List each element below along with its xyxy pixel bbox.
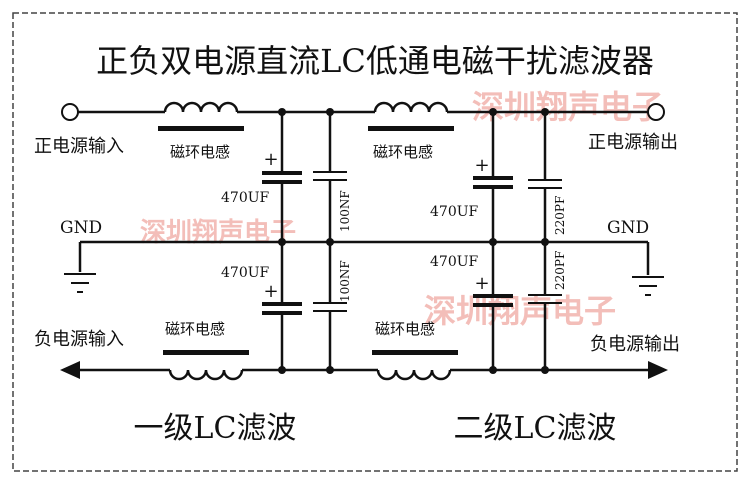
inductor-l2-label: 磁环电感 xyxy=(373,143,433,161)
junction-dot xyxy=(278,238,286,246)
junction-dot xyxy=(489,238,497,246)
stage2-cap-bottom-plus: + xyxy=(474,273,489,294)
stage1-cap-top-plate-a xyxy=(262,171,302,175)
inductor-l4-label: 磁环电感 xyxy=(375,320,435,338)
stage2-cap-bottom-plate-a xyxy=(473,294,513,298)
positive-output-terminal xyxy=(647,103,665,121)
junction-dot xyxy=(489,366,497,374)
stage2-film-bottom-value: 220PF xyxy=(553,251,567,290)
watermark-middle: 深圳翔声电子 xyxy=(140,218,296,248)
stage1-cap-top-plus: + xyxy=(263,149,278,170)
watermark-bottom: 深圳翔声电子 xyxy=(424,292,616,330)
gnd-left-label: GND xyxy=(60,218,102,238)
inductor-l1-coil xyxy=(163,101,239,113)
positive-output-label: 正电源输出 xyxy=(588,132,678,153)
inductor-l4-core xyxy=(372,350,458,355)
stage1-cap-bottom-plus: + xyxy=(263,281,278,302)
stage2-label: 二级LC滤波 xyxy=(454,411,617,446)
positive-input-label: 正电源输入 xyxy=(34,136,124,157)
junction-dot xyxy=(278,108,286,116)
positive-input-terminal xyxy=(61,103,79,121)
negative-output-arrow xyxy=(648,361,668,379)
junction-dot xyxy=(541,366,549,374)
gnd-right-label: GND xyxy=(607,218,649,238)
stage1-film-bottom-value: 100NF xyxy=(338,260,352,302)
inductor-l2-core xyxy=(368,126,454,131)
junction-dot xyxy=(541,108,549,116)
inductor-l1-core xyxy=(158,126,244,131)
stage2-cap-top-value: 470UF xyxy=(430,204,479,220)
stage1-cap-bottom-value: 470UF xyxy=(221,265,270,281)
stage2-cap-top-plus: + xyxy=(474,155,489,176)
stage2-cap-bottom-plate-b xyxy=(473,303,513,307)
stage2-cap-top-plate-a xyxy=(473,176,513,180)
stage2-cap-top-plate-b xyxy=(473,185,513,189)
inductor-l3-coil xyxy=(168,369,244,381)
stage1-cap-bottom-plate-a xyxy=(262,302,302,306)
inductor-l3-label: 磁环电感 xyxy=(165,320,225,338)
junction-dot xyxy=(326,366,334,374)
junction-dot xyxy=(541,238,549,246)
negative-output-label: 负电源输出 xyxy=(590,334,680,355)
junction-dot xyxy=(326,108,334,116)
stage1-label: 一级LC滤波 xyxy=(134,411,297,446)
stage2-cap-bottom-value: 470UF xyxy=(430,254,479,270)
negative-input-label: 负电源输入 xyxy=(34,329,124,350)
junction-dot xyxy=(489,108,497,116)
inductor-l2-coil xyxy=(373,101,449,113)
junction-dot xyxy=(326,238,334,246)
watermark-top: 深圳翔声电子 xyxy=(472,88,664,126)
stage1-cap-top-plate-b xyxy=(262,180,302,184)
stage1-cap-bottom-plate-b xyxy=(262,311,302,315)
junction-dot xyxy=(278,366,286,374)
diagram-title: 正负双电源直流LC低通电磁干扰滤波器 xyxy=(96,42,654,80)
inductor-l3-core xyxy=(163,350,249,355)
stage2-film-top-value: 220PF xyxy=(553,196,567,235)
inductor-l1-label: 磁环电感 xyxy=(170,143,230,161)
negative-input-arrow xyxy=(60,361,80,379)
dashed-border xyxy=(12,12,738,472)
stage1-cap-top-value: 470UF xyxy=(221,190,270,206)
stage1-film-top-value: 100NF xyxy=(338,190,352,232)
inductor-l4-coil xyxy=(376,369,452,381)
